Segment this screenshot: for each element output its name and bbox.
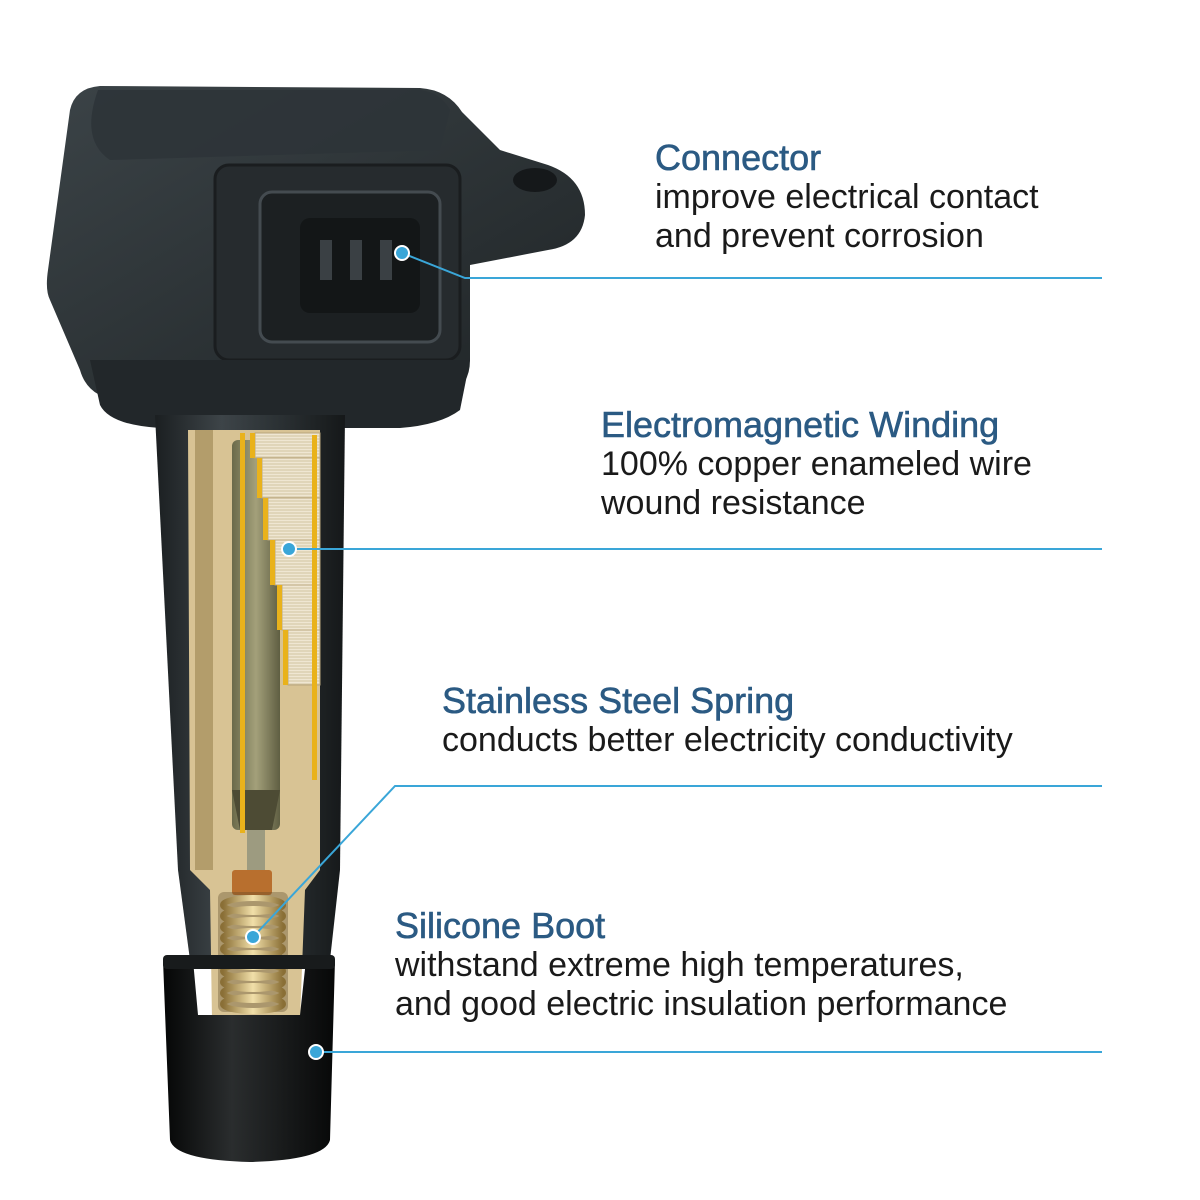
dot-spring [245, 929, 261, 945]
callout-connector-line-1: improve electrical contact [655, 178, 1039, 216]
callout-connector-title: Connector [655, 137, 822, 178]
callout-spring-title: Stainless Steel Spring [442, 680, 795, 721]
leader-spring [252, 785, 1102, 938]
leader-connector [401, 252, 1102, 279]
leader-dots [245, 245, 410, 1060]
coil-head [46, 86, 585, 428]
dot-connector [394, 245, 410, 261]
callout-connector-line-2: and prevent corrosion [655, 217, 984, 255]
callout-boot-title: Silicone Boot [395, 905, 606, 946]
leader-lines [252, 252, 1102, 1053]
callout-spring-line-1: conducts better electricity conductivity [442, 721, 1013, 759]
callout-connector: Connector improve electrical contact and… [655, 137, 1039, 256]
dot-boot [308, 1044, 324, 1060]
callout-boot-line-1: withstand extreme high temperatures, [395, 946, 964, 984]
callout-boot-line-2: and good electric insulation performance [395, 985, 1008, 1023]
callout-winding-line-2: wound resistance [601, 484, 866, 522]
callout-winding-line-1: 100% copper enameled wire [601, 445, 1032, 483]
dot-winding [281, 541, 297, 557]
callout-winding-title: Electromagnetic Winding [601, 404, 1000, 445]
callout-spring: Stainless Steel Spring conducts better e… [442, 680, 1013, 760]
callout-winding: Electromagnetic Winding 100% copper enam… [601, 404, 1032, 523]
silicone-boot [163, 955, 335, 1162]
callout-boot: Silicone Boot withstand extreme high tem… [395, 905, 1008, 1024]
